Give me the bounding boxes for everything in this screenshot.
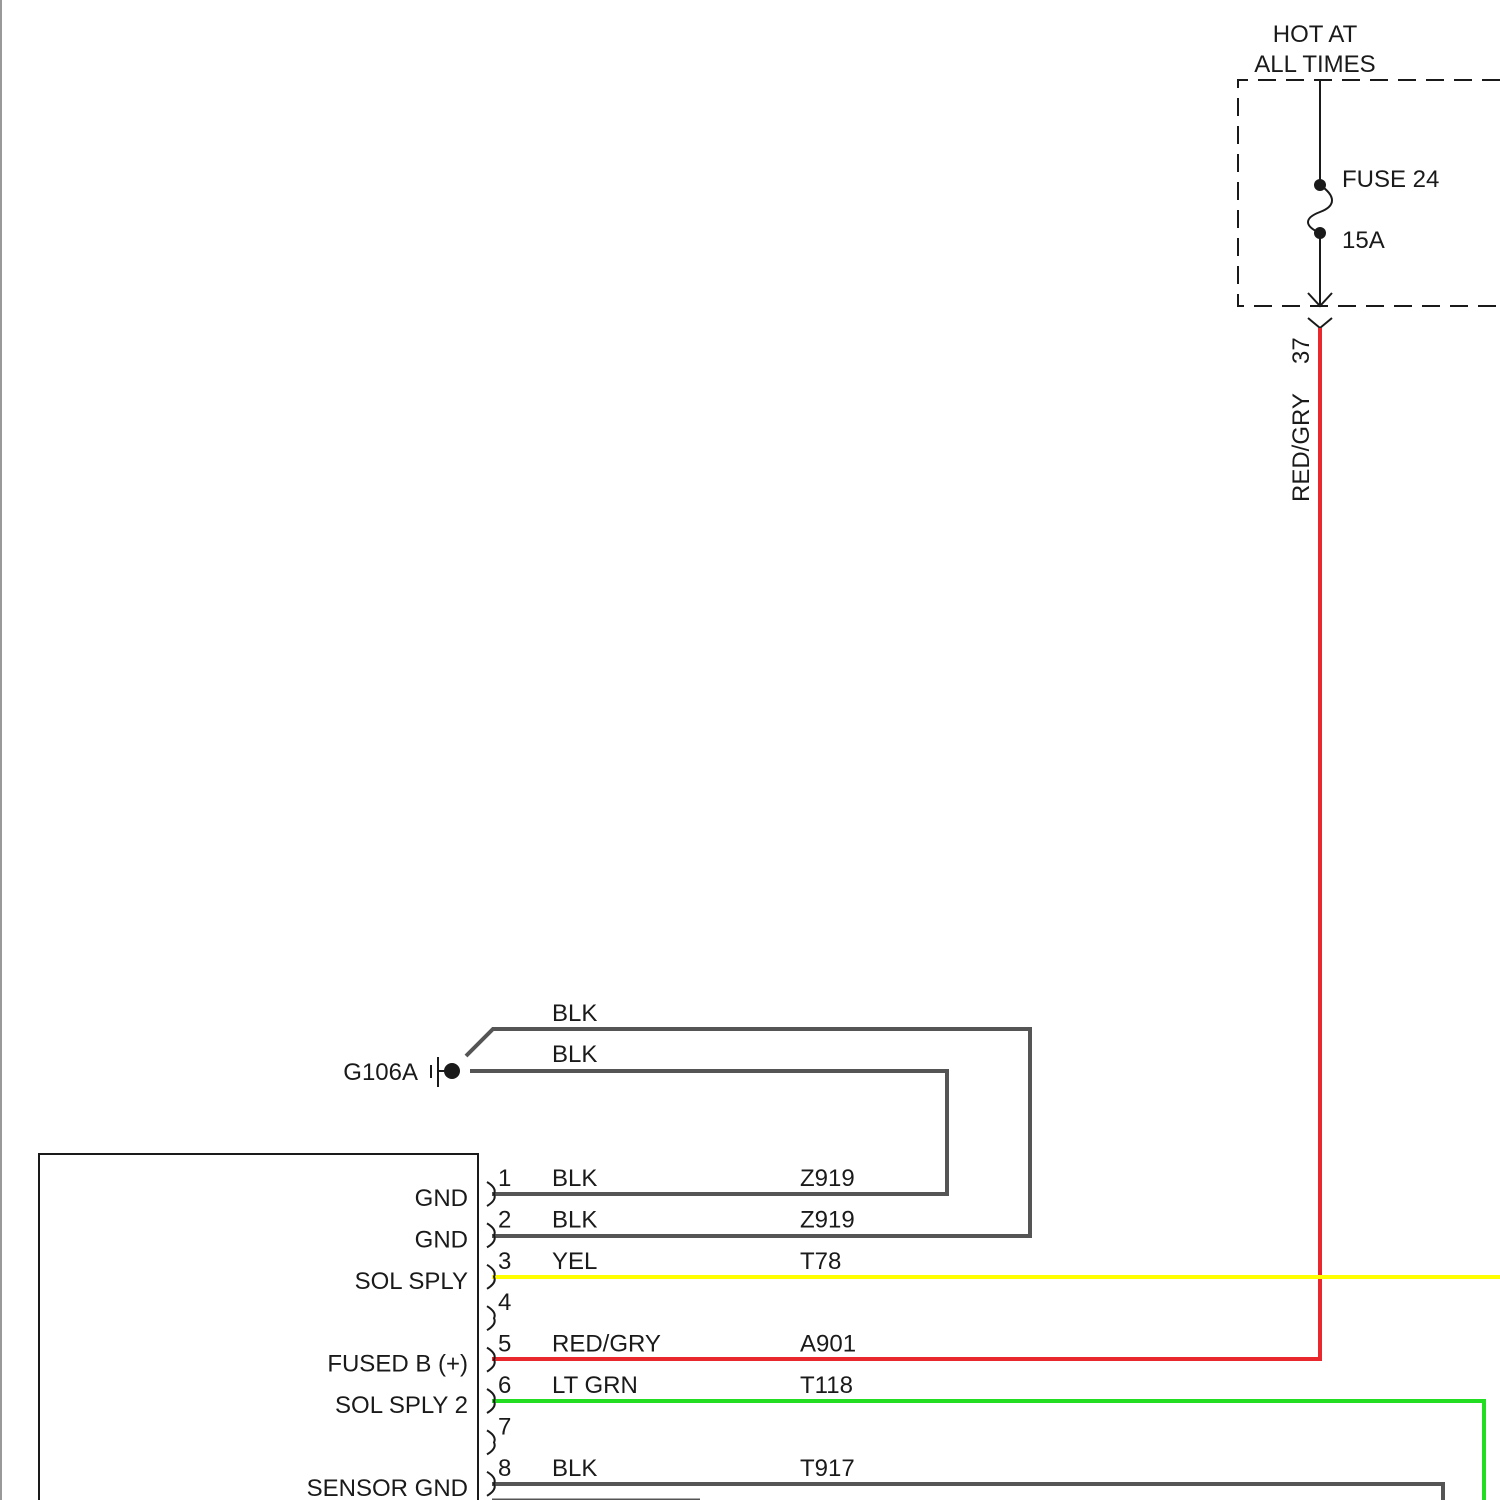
pin-circuit-6: T118 [800, 1372, 853, 1399]
pin-terminal-5 [487, 1348, 495, 1372]
cavity-connector [1308, 318, 1332, 328]
fuse-rating-label: 15A [1342, 227, 1385, 254]
pin-function-8: SENSOR GND [307, 1475, 468, 1500]
feed-wire-color-label: RED/GRY [1288, 393, 1315, 502]
ground-name-label: G106A [343, 1059, 418, 1086]
power-source: HOT AT ALL TIMES FUSE 24 15A 37 RED/GRY [1238, 21, 1500, 502]
pin-number-6: 6 [498, 1372, 511, 1399]
ground-splice-dot [444, 1063, 460, 1079]
pin-terminal-3 [487, 1265, 495, 1289]
hot-at-title-line1: HOT AT [1273, 21, 1358, 48]
pin-terminal-6 [487, 1389, 495, 1413]
cavity-number-label: 37 [1288, 337, 1315, 364]
pin-circuit-3: T78 [800, 1248, 841, 1275]
pin-terminal-7 [487, 1430, 495, 1454]
wire-blk-pin8 [492, 1484, 1443, 1500]
pin-circuit-5: A901 [800, 1331, 856, 1358]
pin-function-1: GND [415, 1185, 468, 1212]
pin-function-5: FUSED B (+) [327, 1351, 468, 1378]
pin-number-8: 8 [498, 1455, 511, 1482]
fuse-symbol [1308, 185, 1332, 233]
pin-wire-color-8: BLK [552, 1455, 597, 1482]
pin-number-1: 1 [498, 1165, 511, 1192]
pin-circuit-8: T917 [800, 1455, 855, 1482]
pin-number-3: 3 [498, 1248, 511, 1275]
pin-function-3: SOL SPLY [355, 1268, 468, 1295]
pin-terminal-8 [487, 1472, 495, 1496]
pin-number-5: 5 [498, 1331, 511, 1358]
pin-number-7: 7 [498, 1413, 511, 1440]
pin-circuit-1: Z919 [800, 1165, 855, 1192]
pin-function-2: GND [415, 1226, 468, 1253]
pdc-dashed-box [1238, 80, 1500, 306]
pin-wire-color-3: YEL [552, 1248, 597, 1275]
hot-at-title-line2: ALL TIMES [1254, 51, 1375, 78]
pin-number-2: 2 [498, 1206, 511, 1233]
pin-terminal-4 [487, 1306, 495, 1330]
wire-blk-pin1 [470, 1071, 947, 1194]
module-box [39, 1154, 478, 1500]
ground-g106a: G106A BLK BLK [343, 1000, 597, 1087]
pin-function-6: SOL SPLY 2 [335, 1392, 468, 1419]
pin-wire-color-6: LT GRN [552, 1372, 638, 1399]
fuse-name-label: FUSE 24 [1342, 166, 1439, 193]
pin-wire-color-1: BLK [552, 1165, 597, 1192]
pin-terminal-2 [487, 1223, 495, 1247]
pin-circuit-2: Z919 [800, 1206, 855, 1233]
ground-wire-upper-color: BLK [552, 1000, 597, 1027]
pin-number-4: 4 [498, 1289, 511, 1316]
pin-wire-color-5: RED/GRY [552, 1331, 661, 1358]
pin-wire-color-2: BLK [552, 1206, 597, 1233]
pin-terminal-1 [487, 1182, 495, 1206]
ground-wire-lower-color: BLK [552, 1041, 597, 1068]
wire-red-gry-feed [492, 328, 1320, 1359]
